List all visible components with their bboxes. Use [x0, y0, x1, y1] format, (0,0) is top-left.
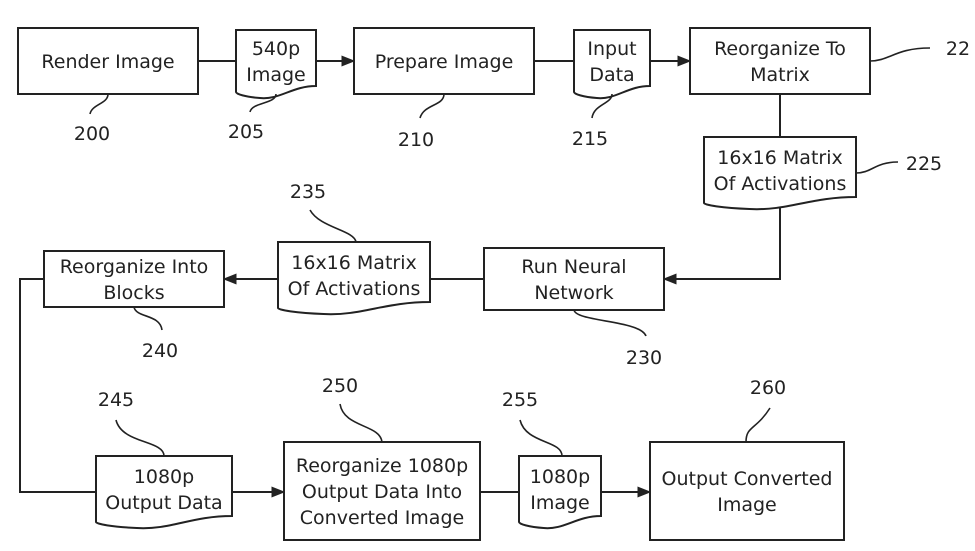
- node-label-line: 540p: [252, 38, 300, 60]
- node-label-line: 1080p: [530, 466, 590, 488]
- reference-numeral: 205: [228, 121, 264, 143]
- reference-leader-230: [573, 309, 647, 337]
- document-shape: [573, 29, 651, 100]
- reference-leader-200: [89, 93, 109, 115]
- reference-leaders: 200 205 210 215 22 225 230 235 240 245 250 255 260: [74, 38, 970, 457]
- node-matrix-activations-235: 16x16 Matrix Of Activations: [277, 241, 431, 316]
- reference-numeral: 255: [502, 389, 538, 411]
- node-label-line: Of Activations: [288, 278, 421, 300]
- node-prepare-image: Prepare Image: [353, 27, 535, 95]
- reference-numeral: 240: [142, 340, 178, 362]
- node-label-line: Output Data Into: [302, 481, 462, 503]
- reference-numeral: 200: [74, 123, 110, 145]
- node-render-image: Render Image: [17, 27, 199, 95]
- node-label-line: Input: [587, 38, 636, 60]
- node-label-line: Output Data: [105, 492, 222, 514]
- process-box: [649, 441, 845, 541]
- node-label-line: Reorganize To: [714, 38, 846, 60]
- reference-leader-210: [419, 93, 445, 119]
- reference-leader-22: [869, 47, 931, 62]
- node-label-line: Prepare Image: [375, 51, 514, 73]
- node-label-line: 16x16 Matrix: [291, 252, 416, 274]
- reference-numeral: 210: [398, 129, 434, 151]
- node-label-line: Output Converted: [662, 468, 833, 490]
- process-box: [483, 247, 665, 311]
- reference-numeral: 260: [750, 377, 786, 399]
- node-label-line: Blocks: [103, 282, 164, 304]
- reference-leader-205: [249, 93, 277, 113]
- node-label-line: Render Image: [41, 51, 174, 73]
- document-shape: [518, 455, 602, 530]
- document-shape: [235, 29, 317, 100]
- reference-numeral: 22: [946, 38, 970, 60]
- reference-leader-225: [855, 161, 899, 174]
- process-box: [353, 27, 535, 95]
- reference-numeral: 250: [322, 375, 358, 397]
- node-label-line: Of Activations: [714, 173, 847, 195]
- reference-leader-255: [519, 419, 563, 457]
- process-box: [43, 250, 225, 308]
- reference-leader-240: [133, 306, 163, 331]
- reference-numeral: 235: [290, 181, 326, 203]
- node-label-line: 1080p: [134, 466, 194, 488]
- node-label-line: Reorganize 1080p: [296, 455, 468, 477]
- reference-numeral: 245: [98, 389, 134, 411]
- node-label-line: Image: [717, 494, 777, 516]
- connector-reorganize-into-blocks-to-1080p-output-data: [19, 278, 96, 493]
- node-label-line: Data: [589, 64, 634, 86]
- reference-leader-260: [745, 407, 771, 443]
- connectors: [19, 55, 781, 498]
- node-matrix-activations-225: 16x16 Matrix Of Activations: [703, 136, 857, 211]
- process-box: [283, 441, 481, 541]
- reference-leader-245: [115, 419, 165, 457]
- node-label-line: Reorganize Into: [60, 256, 209, 278]
- reference-numeral: 215: [572, 128, 608, 150]
- node-label-line: Image: [530, 492, 590, 514]
- document-shape: [703, 136, 857, 211]
- node-label-line: Run Neural: [521, 256, 626, 278]
- node-label-line: Converted Image: [300, 507, 464, 529]
- reference-leader-215: [591, 93, 613, 119]
- node-reorganize-to-matrix: Reorganize To Matrix: [689, 27, 871, 95]
- reference-leader-250: [339, 403, 383, 443]
- document-shape: [95, 455, 233, 530]
- reference-numeral: 230: [626, 347, 662, 369]
- connector-matrix-activations-225-to-run-neural-network: [662, 197, 781, 285]
- node-label-line: Image: [246, 64, 306, 86]
- process-box: [17, 27, 199, 95]
- node-label-line: Matrix: [750, 64, 810, 86]
- node-label-line: Network: [534, 282, 613, 304]
- document-shape: [277, 241, 431, 316]
- node-label-line: 16x16 Matrix: [717, 147, 842, 169]
- reference-leader-235: [309, 209, 357, 243]
- process-box: [689, 27, 871, 95]
- reference-numeral: 225: [906, 153, 942, 175]
